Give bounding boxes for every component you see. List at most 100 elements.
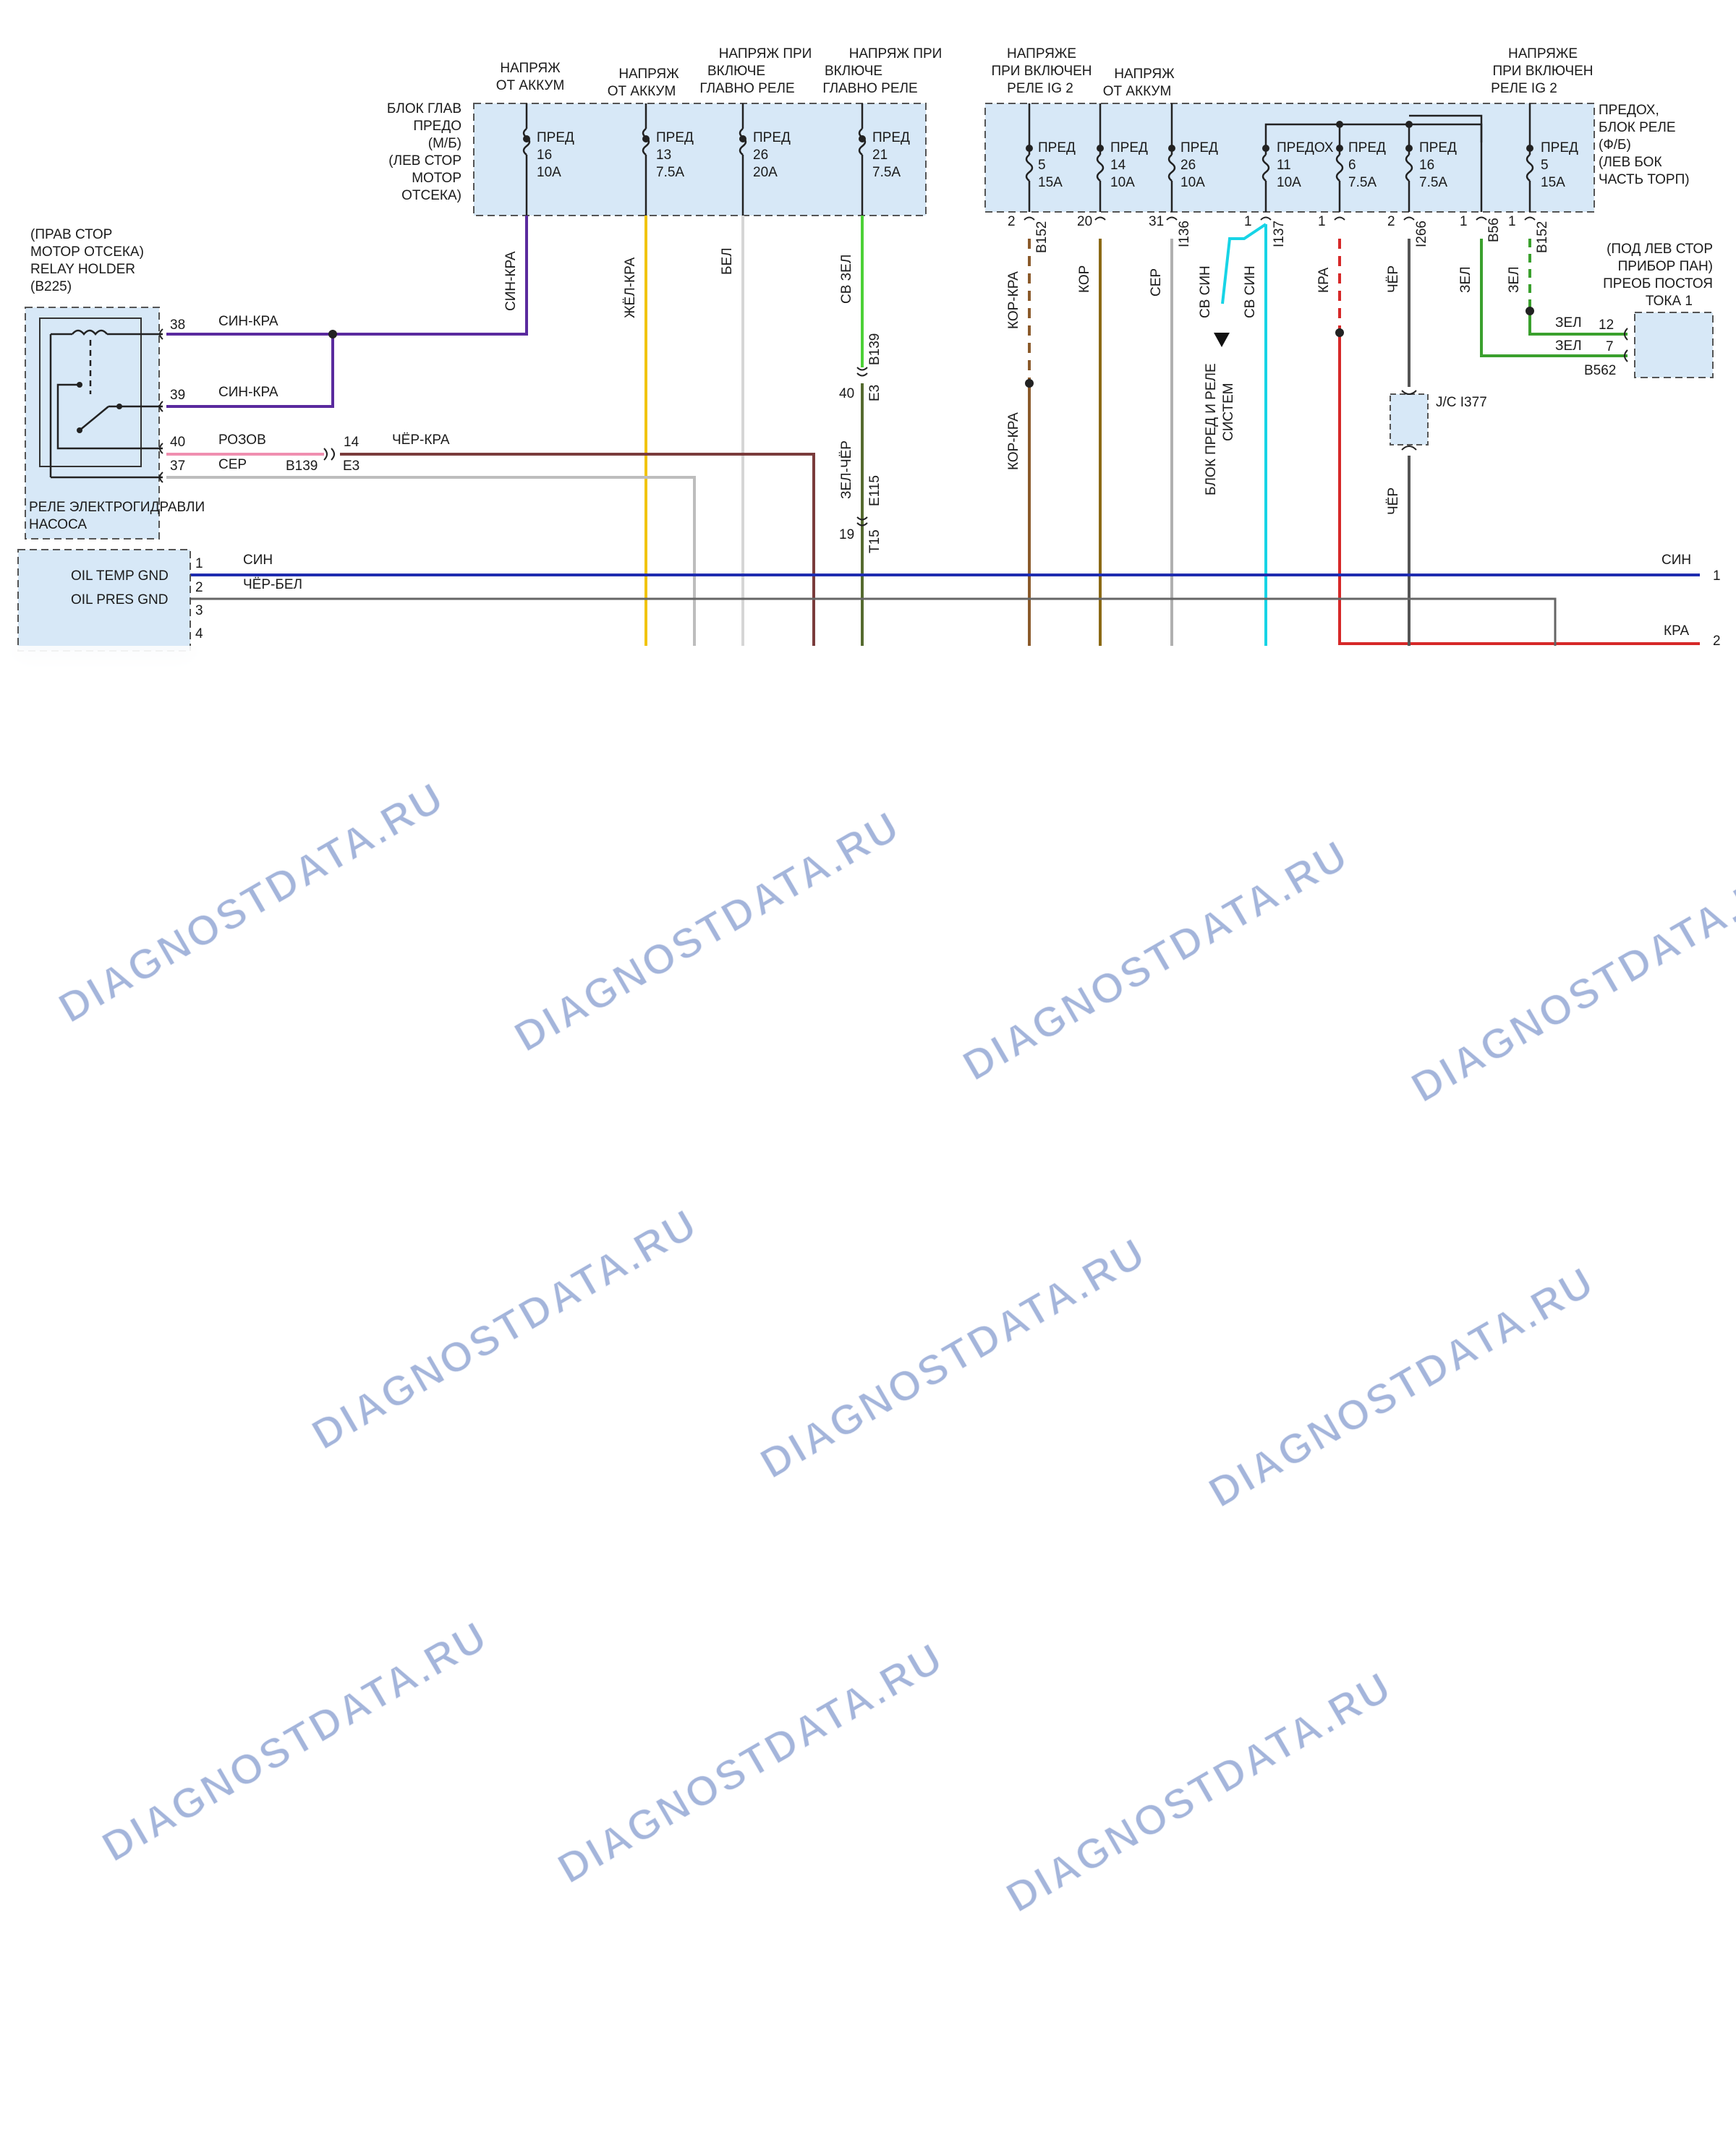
engine-fuse-box-label-3: (М/Б) [428,136,461,151]
conn-20: 20 [1077,214,1092,229]
engine-col2-header-2: ОТ АККУМ [608,84,676,99]
relay-wire-40: РОЗОВ [218,432,266,448]
cabin-fuse-6-number: 6 [1348,158,1356,173]
engine-col1-header-2: ОТ АККУМ [496,78,565,93]
relay-pin-40: 40 [170,435,185,450]
label-cher-bottom: ЧЁР [1386,487,1401,515]
conn-i136: I136 [1177,221,1192,247]
block-pred-arrow: БЛОК ПРЕД И РЕЛЕ СИСТЕМ [1204,333,1236,495]
ecu-wire-sin: СИН [243,553,273,568]
cabin-header3-2: ПРИ ВКЛЮЧЕН [1492,64,1593,79]
right-edge-wire-2: КРА [1664,623,1689,639]
ecu-wire-cher-bel: ЧЁР-БЕЛ [243,577,302,592]
cabin-fuse-5b-label: ПРЕД [1541,140,1578,155]
jc-label: J/C I377 [1436,395,1487,410]
engine-col4-header-3: ГЛАВНО РЕЛЕ [822,81,917,96]
cabin-fuse-11-label: ПРЕДОХ [1277,140,1334,155]
conn-e3: E3 [867,385,882,401]
cabin-fuse-box-label-2: БЛОК РЕЛЕ [1599,120,1676,135]
cabin-fuse-26-number: 26 [1180,158,1196,173]
conn-b152-b: B152 [1535,221,1550,253]
cabin-header3-1: НАПРЯЖЕ [1508,46,1578,61]
cabin-fuse-16-label: ПРЕД [1419,140,1457,155]
conn-31: 31 [1149,214,1164,229]
cabin-fuse-6-rating: 7.5A [1348,175,1377,190]
wire-zel-b56 [1481,239,1628,356]
relay-wire-37: СЕР [218,457,247,472]
conn-1-b152: 1 [1508,214,1516,229]
cabin-fuse-26-label: ПРЕД [1180,140,1218,155]
ecu-oil-temp-gnd: OIL TEMP GND [71,568,169,584]
label-kor-kra-bottom: КОР-КРА [1006,412,1021,470]
fuse-26-label: ПРЕД [753,130,791,145]
label-kor: КОР [1077,265,1092,293]
label-zel-1: ЗЕЛ [1458,266,1473,293]
engine-col4-header-2: ВКЛЮЧЕ [825,64,882,79]
ecu-module: OIL TEMP GND OIL PRES GND 1 2 3 4 СИН ЧЁ… [18,550,302,651]
cabin-fuse-5a-label: ПРЕД [1038,140,1076,155]
conn-e115: E115 [867,475,882,506]
conn-b56: B56 [1486,218,1502,242]
conn-1-b56: 1 [1460,214,1468,229]
engine-col1-header-1: НАПРЯЖ [500,61,561,76]
relay-pin-39: 39 [170,388,185,403]
cabin-fuse-16-number: 16 [1419,158,1434,173]
relay-wire-39: СИН-КРА [218,385,278,400]
ecu-oil-pres-gnd: OIL PRES GND [71,592,168,607]
relay-label-2: НАСОСА [29,517,87,532]
relay-pin-37: 37 [170,459,185,474]
label-bel: БЕЛ [720,247,735,275]
conn-40: 40 [839,386,854,401]
fuse-21-label: ПРЕД [872,130,910,145]
relay-holder-label-2: МОТОР ОТСЕКА) [30,244,144,260]
conn-1-kra: 1 [1318,214,1326,229]
engine-fuse-box: БЛОК ГЛАВ ПРЕДО (М/Б) (ЛЕВ СТОР МОТОР ОТ… [387,46,942,216]
relay-holder-label-4: (B225) [30,279,72,294]
fuse-26-number: 26 [753,148,768,163]
standby-wire-1: ЗЕЛ [1555,315,1582,331]
label-zhel-kra: ЖЁЛ-КРА [623,257,638,318]
cabin-fuse-26-rating: 10A [1180,175,1205,190]
conn-2-i266: 2 [1387,214,1395,229]
ecu-pin-1: 1 [195,556,203,571]
standby-current-module: (ПОД ЛЕВ СТОР ПРИБОР ПАН) ПРЕОБ ПОСТОЯ Т… [1555,242,1713,378]
cabin-header3-3: РЕЛЕ IG 2 [1491,81,1557,96]
right-edge-wire-1: СИН [1661,553,1691,568]
relay-wire-38: СИН-КРА [218,314,278,329]
conn-1-i137: 1 [1244,214,1252,229]
conn-b139: B139 [867,333,882,365]
junction-i377: J/C I377 [1390,391,1487,450]
label-zel-cher: ЗЕЛ-ЧЁР [839,440,854,499]
label-sv-zel: СВ ЗЕЛ [839,255,854,304]
cabin-header2-1: НАПРЯЖ [1114,67,1175,82]
cabin-fuse-14-rating: 10A [1110,175,1135,190]
cabin-fuse-box-label-1: ПРЕДОХ, [1599,103,1659,118]
standby-label-2: ПРИБОР ПАН) [1618,259,1713,274]
fuse-13-rating: 7.5A [656,165,684,180]
cabin-fuse-box-label-4: (ЛЕВ БОК [1599,155,1662,170]
cabin-fuse-5b-number: 5 [1541,158,1549,173]
fuse-16-number: 16 [537,148,552,163]
cabin-fuse-5a-number: 5 [1038,158,1046,173]
relay-holder-label-1: (ПРАВ СТОР [30,227,112,242]
engine-col4-header-1: НАПРЯЖ ПРИ [849,46,943,61]
relay-pin-38: 38 [170,317,185,333]
cabin-fuse-5b-rating: 15A [1541,175,1565,190]
right-edge-pin-1: 1 [1713,568,1721,584]
wire-cher-bel [190,599,1555,646]
cabin-fuse-box-label-3: (Ф/Б) [1599,137,1631,153]
standby-wire-2: ЗЕЛ [1555,338,1582,354]
arrow-down-icon [1214,333,1230,347]
engine-col2-header-1: НАПРЯЖ [618,67,679,82]
cabin-fuse-box-label-5: ЧАСТЬ ТОРП) [1599,172,1690,187]
junction-b139: B139 [286,459,318,474]
engine-col3-header-2: ВКЛЮЧЕ [707,64,765,79]
conn-i266: I266 [1414,221,1429,247]
cabin-fuse-5a-rating: 15A [1038,175,1063,190]
cabin-fuse-11-rating: 10A [1277,175,1301,190]
conn-2-b152: 2 [1008,214,1016,229]
cabin-fuse-16-rating: 7.5A [1419,175,1447,190]
ecu-pin-3: 3 [195,603,203,618]
engine-fuse-box-label-2: ПРЕДО [413,119,461,134]
fuse-16-rating: 10A [537,165,561,180]
